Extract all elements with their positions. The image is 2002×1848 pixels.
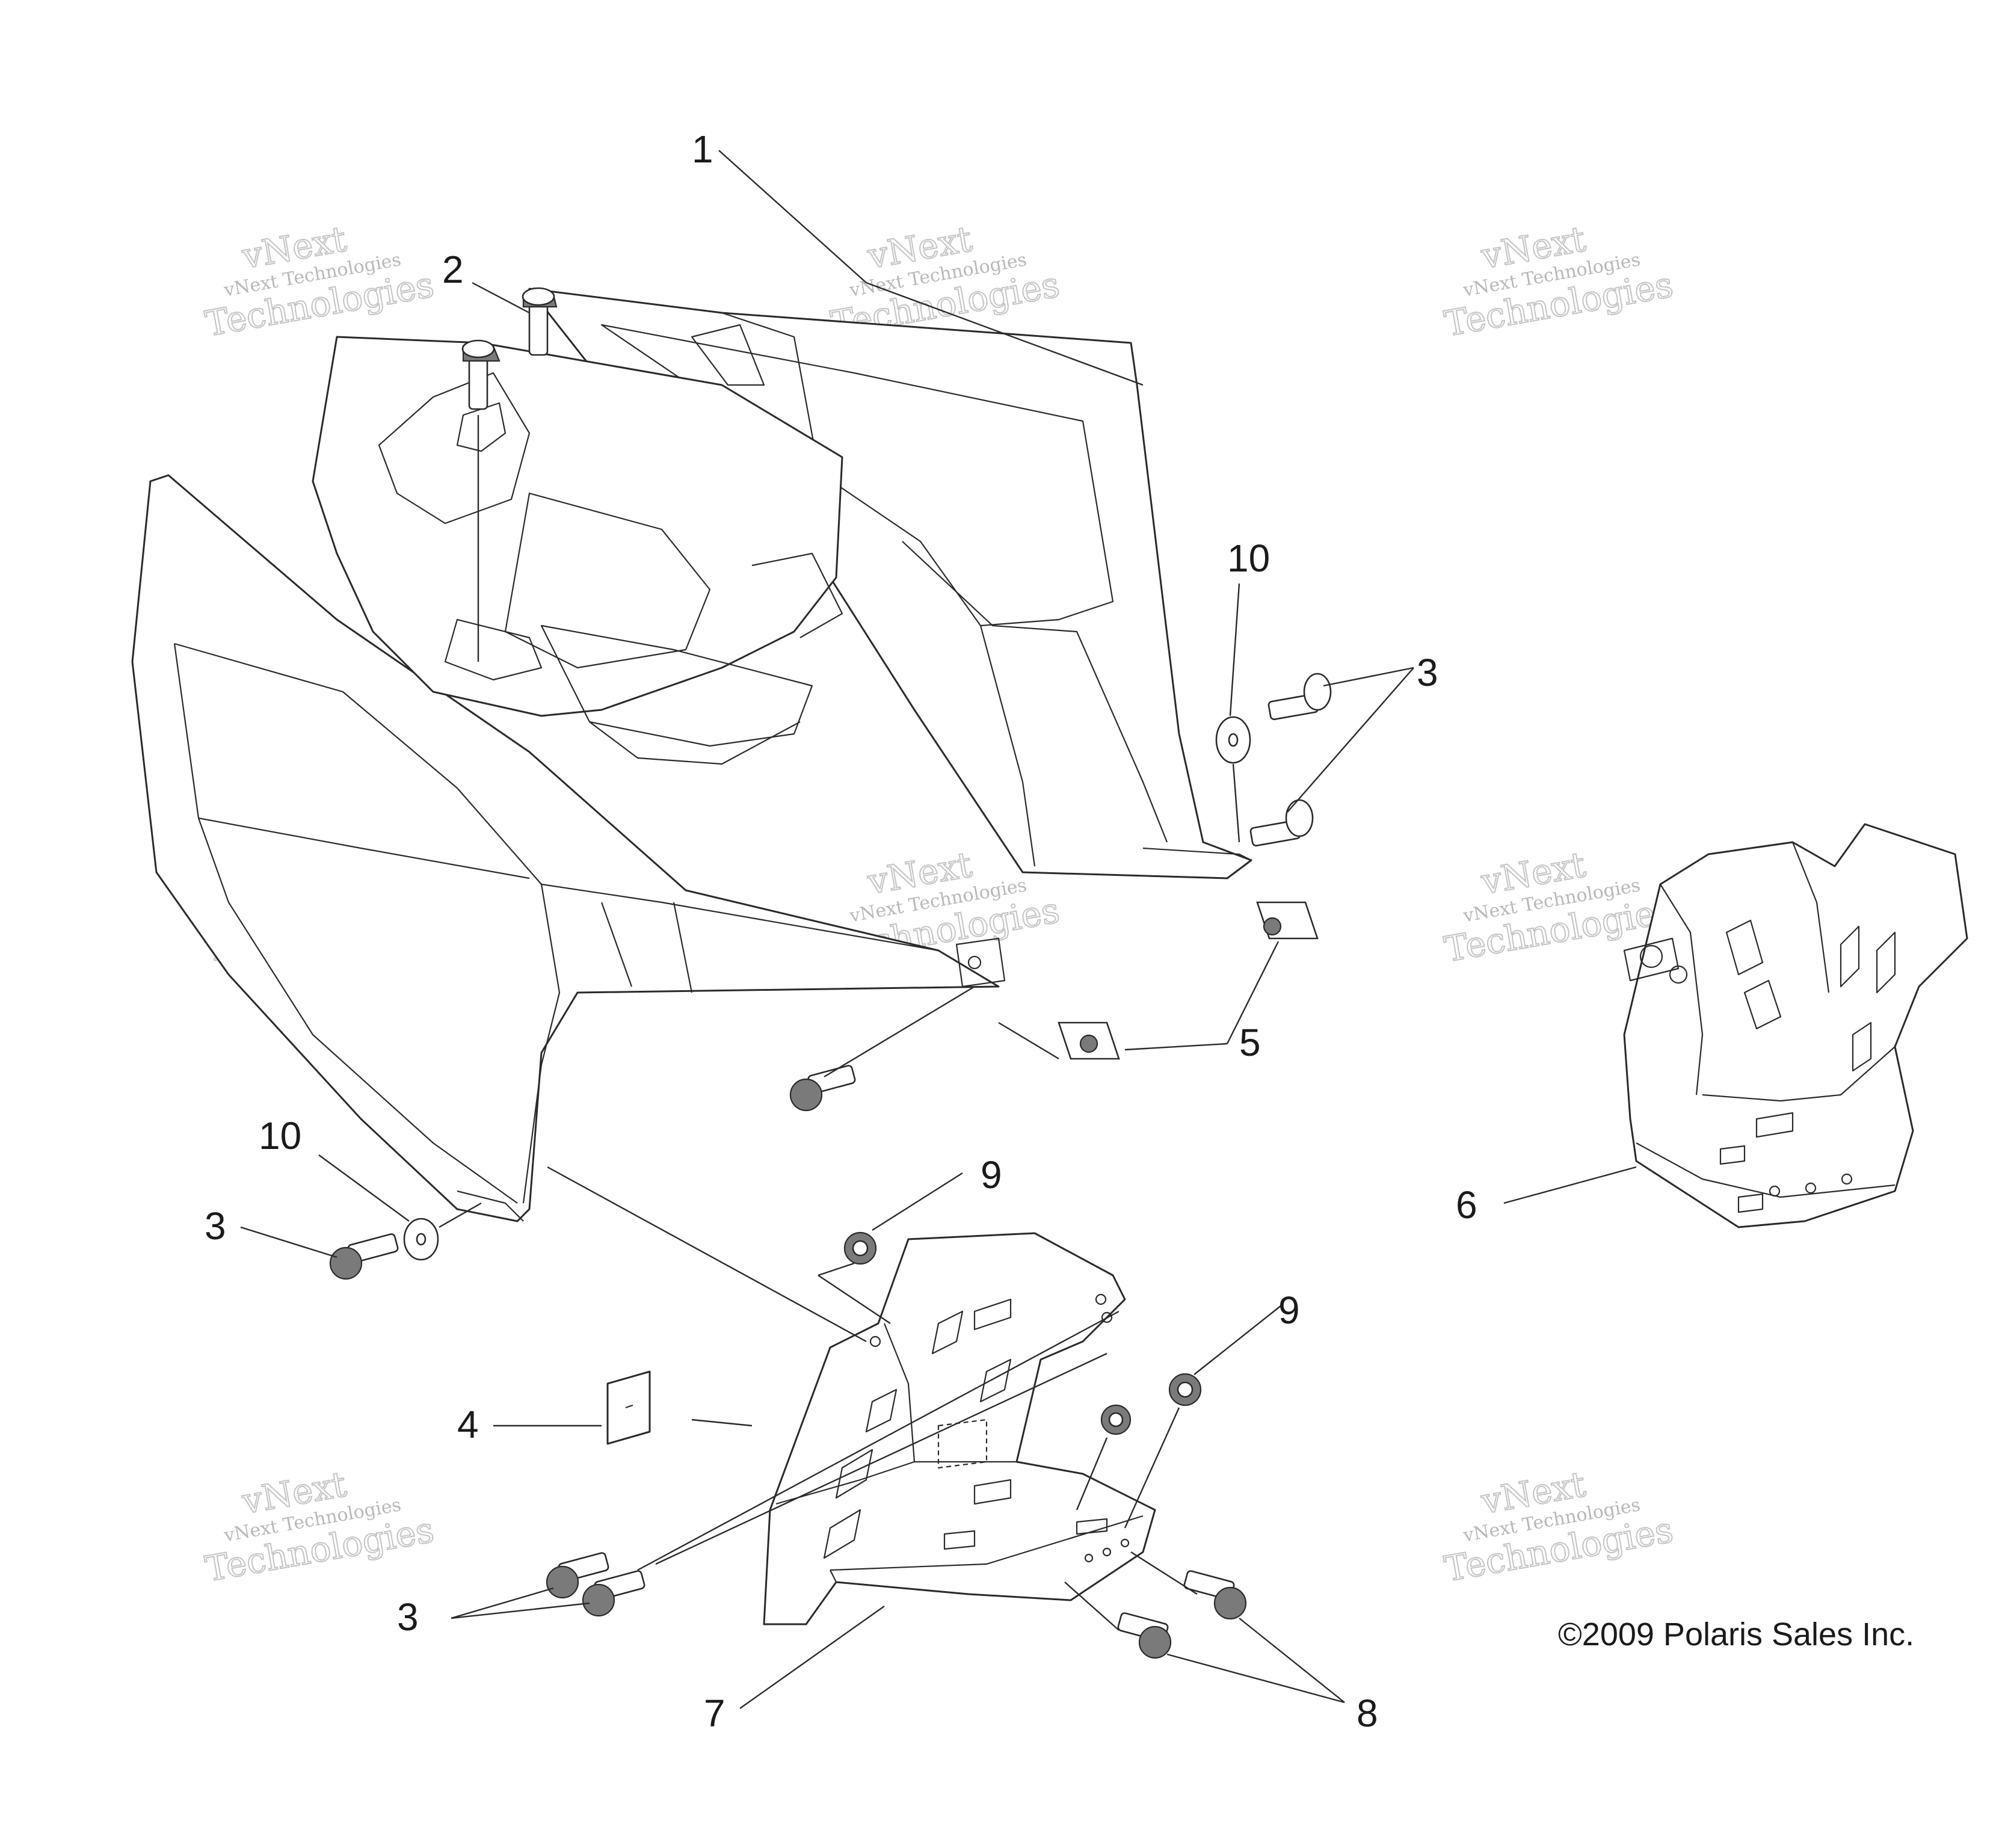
- callout-1: 1: [692, 128, 713, 171]
- nut-9b: [1168, 1373, 1202, 1406]
- leader-8b: [1166, 1653, 1345, 1704]
- bolt-8a: [1183, 1570, 1247, 1620]
- leader-1-ext: [866, 282, 1144, 386]
- leader-8a-ext: [1130, 1551, 1198, 1595]
- leader-9a: [872, 1172, 963, 1231]
- hardware: [329, 287, 1332, 1659]
- bolt-2b: [522, 287, 558, 356]
- callout-6: 6: [1456, 1183, 1477, 1227]
- leader-fender-skid: [547, 1166, 867, 1343]
- bolt-3d: [546, 1552, 609, 1599]
- leader-2a: [472, 282, 530, 314]
- washer-10a: [1215, 716, 1251, 764]
- washer-10b: [403, 1218, 439, 1261]
- nut-9a: [843, 1231, 877, 1265]
- bolt-8b: [1117, 1612, 1172, 1659]
- leader-9b-ext: [1124, 1407, 1180, 1529]
- callout-3-upper: 3: [1417, 651, 1438, 694]
- leader-bolt-fender: [824, 985, 975, 1078]
- callout-4: 4: [457, 1403, 479, 1446]
- leader-6: [1503, 1166, 1637, 1204]
- skid-plate-6: [1623, 823, 1968, 1228]
- leader-3a: [1323, 667, 1414, 687]
- callout-9-upper: 9: [981, 1153, 1002, 1197]
- leader-10b-ext: [439, 1202, 482, 1228]
- leader-9a-ext1: [818, 1262, 855, 1277]
- leader-9c-ext: [1076, 1437, 1108, 1511]
- watermark-9: vNext vNext Technologies Technologies: [1441, 1463, 1677, 1591]
- leader-10a: [1229, 583, 1240, 716]
- callouts: 1 2 10 3 5 6 10 3 9 9 4 3 7 8: [205, 128, 1477, 1735]
- callout-10-lower: 10: [259, 1114, 301, 1157]
- leader-3c: [240, 1226, 337, 1258]
- callout-3-left: 3: [205, 1204, 226, 1248]
- leader-3e: [451, 1602, 590, 1619]
- leader-5b: [1226, 941, 1280, 1044]
- copyright-notice: ©2009 Polaris Sales Inc.: [1558, 1616, 1914, 1652]
- leader-8a: [1239, 1618, 1345, 1703]
- callout-2: 2: [442, 248, 464, 291]
- callout-8: 8: [1357, 1692, 1378, 1735]
- watermark-3: vNext vNext Technologies Technologies: [1441, 218, 1677, 345]
- leader-3-skid-b: [655, 1352, 1107, 1565]
- callout-9-lower: 9: [1278, 1289, 1300, 1332]
- watermark-7: vNext vNext Technologies Technologies: [202, 1463, 437, 1591]
- leader-9b: [1194, 1305, 1282, 1375]
- callout-10-upper: 10: [1227, 537, 1270, 580]
- leader-5c: [998, 1021, 1059, 1060]
- leader-3b: [1287, 667, 1414, 813]
- callout-7: 7: [704, 1692, 725, 1735]
- callout-5: 5: [1239, 1021, 1261, 1064]
- bolt-2a: [461, 339, 500, 410]
- bolt-3c: [329, 1233, 399, 1280]
- leader-lines: [240, 150, 1637, 1709]
- leader-7: [739, 1606, 885, 1709]
- clip-nut-5b: [1058, 1021, 1120, 1060]
- bolt-3-fender: [789, 1065, 856, 1112]
- decal-4: [606, 1370, 651, 1445]
- leader-1: [718, 150, 867, 283]
- skid-plate-7: [763, 1232, 1156, 1625]
- watermark-6: vNext vNext Technologies Technologies: [1441, 843, 1677, 971]
- leader-3-skid-a: [637, 1310, 1120, 1571]
- leader-10a-ext: [1232, 763, 1240, 843]
- leader-3d: [451, 1587, 554, 1619]
- callout-3-lower: 3: [397, 1595, 419, 1639]
- watermark-1: vNext vNext Technologies Technologies: [202, 218, 437, 345]
- leader-9a-ext2: [818, 1275, 891, 1324]
- leader-5a: [1124, 1043, 1228, 1051]
- leader-4-ext: [691, 1418, 753, 1427]
- rear-fender: [131, 288, 1252, 1222]
- bolt-3e: [582, 1570, 645, 1617]
- clip-nut-5a: [1256, 901, 1319, 940]
- watermark-2: vNext vNext Technologies Technologies: [827, 218, 1063, 345]
- bolt-3b: [1249, 799, 1314, 847]
- leader-10b: [318, 1154, 410, 1222]
- bolt-3a: [1267, 673, 1332, 721]
- leader-8b-ext: [1064, 1582, 1120, 1631]
- nut-9c: [1100, 1404, 1132, 1435]
